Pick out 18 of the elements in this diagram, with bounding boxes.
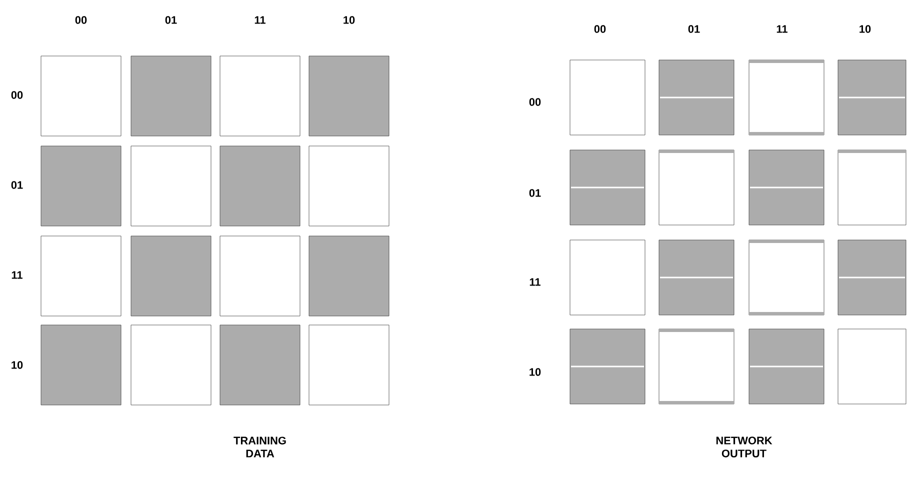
column-label: 01: [165, 16, 177, 24]
column-label: 10: [344, 16, 355, 24]
column-label: 11: [776, 25, 788, 33]
column-label: 01: [688, 25, 700, 33]
column-label: 00: [75, 16, 87, 24]
column-label: 10: [860, 25, 871, 33]
panel-caption: NETWORK OUTPUT: [716, 436, 772, 458]
column-label: 11: [254, 16, 266, 24]
column-label: 00: [594, 25, 606, 33]
row-label: 01: [11, 181, 23, 189]
row-label: 10: [12, 361, 23, 369]
row-label: 00: [11, 91, 23, 99]
row-label: 01: [529, 189, 541, 197]
panel-caption: TRAINING DATA: [234, 436, 286, 458]
row-label: 11: [530, 278, 540, 286]
row-label: 10: [530, 368, 541, 376]
row-label: 11: [12, 271, 22, 279]
row-label: 00: [529, 98, 541, 106]
